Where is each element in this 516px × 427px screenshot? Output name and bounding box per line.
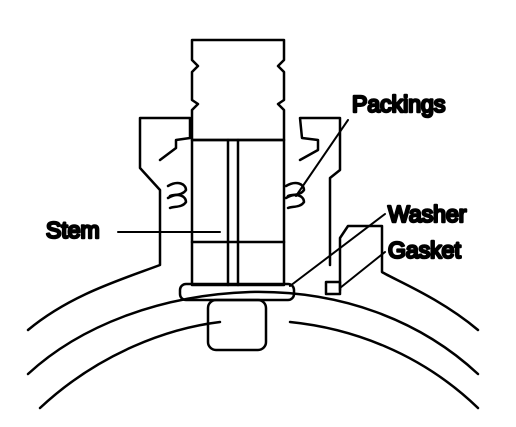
washer-leader [289,213,386,287]
label-washer: Washer [388,201,467,227]
label-gasket: Gasket [388,237,461,263]
pipe-curves [26,290,480,410]
packings-left [166,181,188,210]
leader-lines [117,119,386,289]
stem [190,138,286,287]
label-packings: Packings [352,91,445,117]
packings-leader [295,119,349,197]
bonnet-plug [190,38,286,142]
label-stem: Stem [46,217,100,243]
gasket [324,280,342,296]
packings-right [284,181,306,210]
stem-tip [206,298,268,352]
body-outline [26,116,480,332]
gasket-leader [339,251,386,289]
